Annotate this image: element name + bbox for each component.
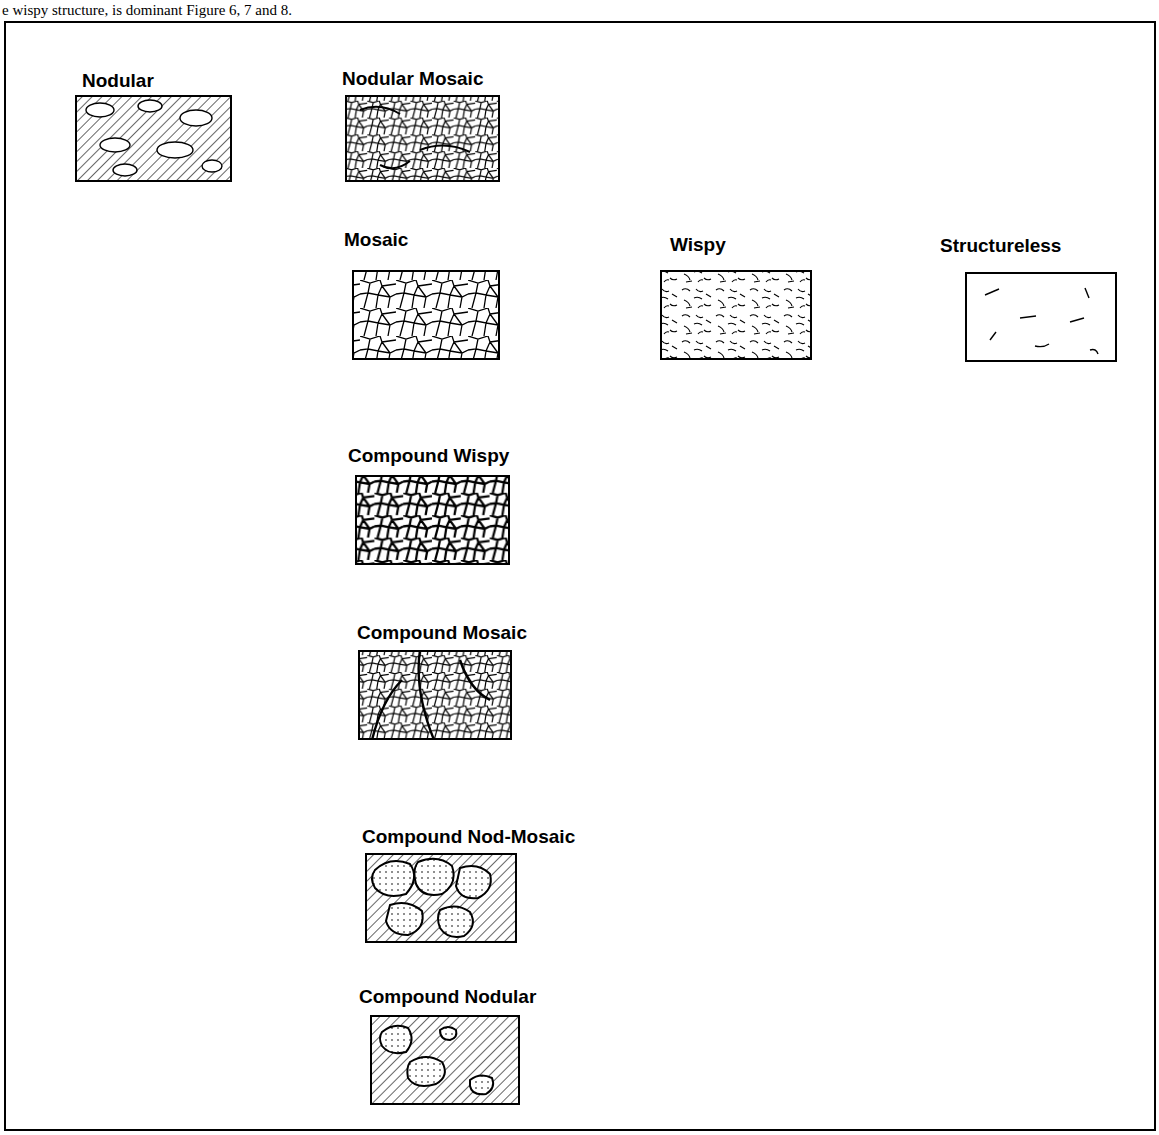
texture-sample: Structureless [965,272,1117,362]
texture-sample: Nodular [75,95,232,182]
texture-name: Compound Wispy [348,445,509,467]
texture-name: Compound Mosaic [357,622,527,644]
page-text-fragment: e wispy structure, is dominant Figure 6,… [2,1,292,19]
texture-sample: Nodular Mosaic [345,95,500,182]
texture-name: Nodular Mosaic [342,68,483,90]
texture-sample: Compound Nodular [370,1015,520,1105]
texture-sample: Wispy [660,270,812,360]
texture-sample: Compound Mosaic [358,650,512,740]
texture-sample: Compound Wispy [355,475,510,565]
texture-sample: Compound Nod-Mosaic [365,853,517,943]
texture-name: Compound Nod-Mosaic [362,826,575,848]
texture-name: Mosaic [344,229,408,251]
texture-name: Wispy [670,234,726,256]
texture-sample: Mosaic [352,270,500,360]
texture-name: Compound Nodular [359,986,536,1008]
texture-name: Nodular [82,70,154,92]
texture-name: Structureless [940,235,1061,257]
